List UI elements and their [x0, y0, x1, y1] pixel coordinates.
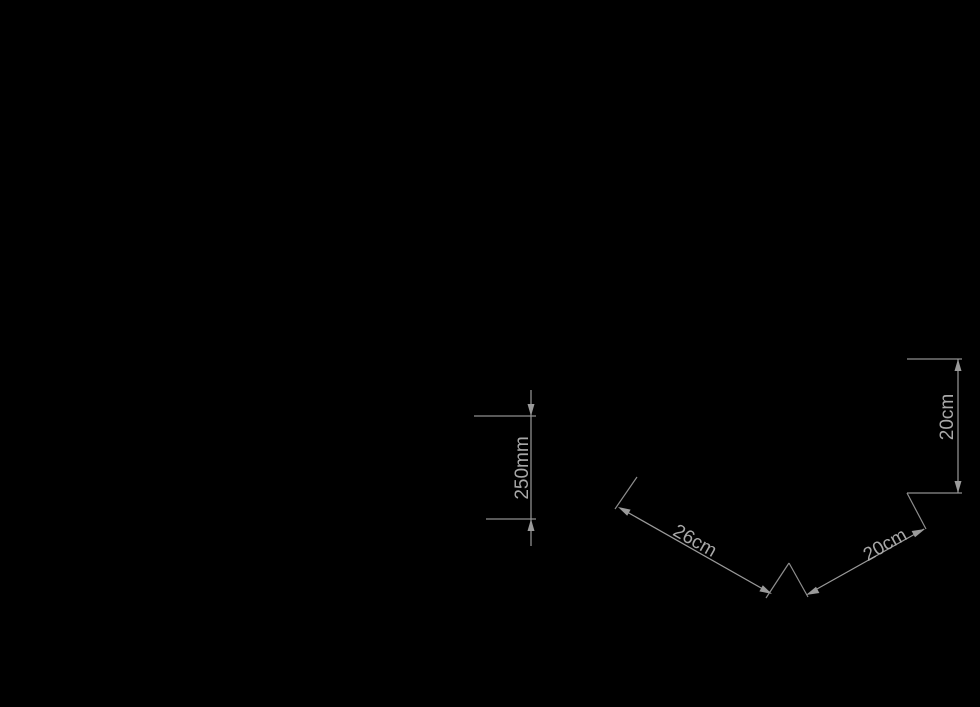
arrow-end [759, 585, 772, 594]
extension-line-left [614, 476, 638, 510]
arrow-top [527, 404, 535, 416]
dimension-20cm-vertical: 20cm [907, 358, 962, 494]
dimension-label-20cm-slant: 20cm [860, 525, 911, 566]
dimension-label-26cm: 26cm [669, 521, 720, 562]
arrow-bottom [527, 519, 535, 531]
extension-line-right [906, 492, 927, 530]
dimension-20cm-slant: 20cm [806, 492, 927, 595]
dimension-26cm: 26cm [614, 476, 809, 599]
dimension-label-20cm-vertical: 20cm [937, 394, 958, 440]
arrow-start [618, 507, 631, 516]
dimension-line [619, 507, 771, 594]
arrow-start [806, 586, 820, 595]
arrow-top [954, 359, 962, 371]
arrow-bottom [954, 481, 962, 493]
arrow-end [911, 529, 925, 538]
dimension-label-250mm: 250mm [512, 436, 533, 499]
zigzag-extension-right [788, 562, 809, 598]
dimension-line [807, 528, 925, 595]
dimension-250mm: 250mm [474, 390, 536, 546]
